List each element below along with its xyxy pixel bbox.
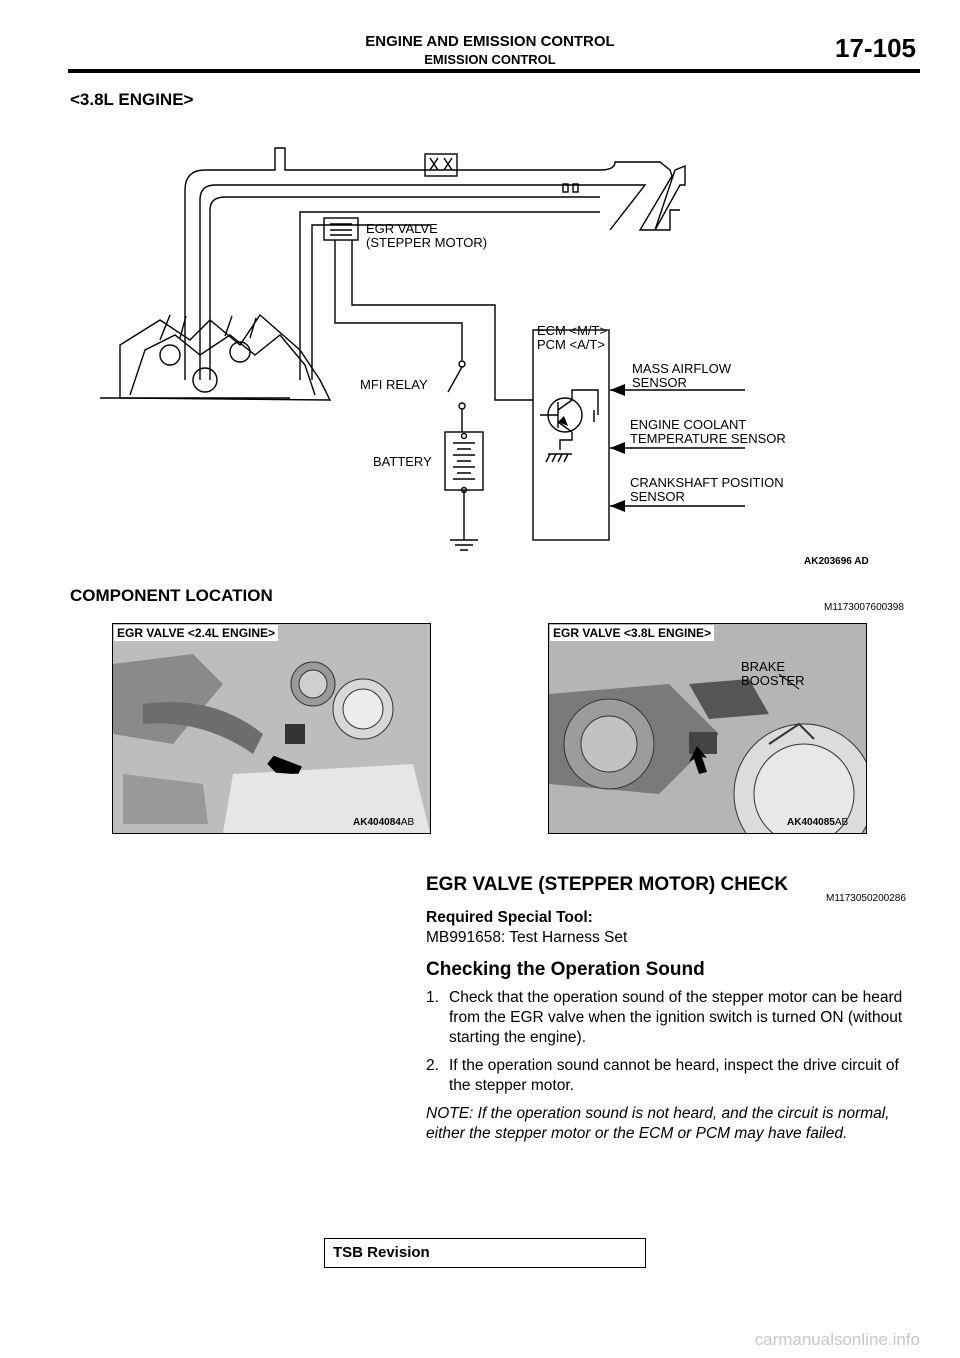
page-number: 17-105	[835, 33, 916, 63]
check-section-title: EGR VALVE (STEPPER MOTOR) CHECK	[426, 874, 789, 895]
photo-3-8l-code: AK404085AB	[787, 817, 849, 828]
diagram-figure-code: AK203696 AD	[804, 556, 869, 567]
label-egr-valve: EGR VALVE	[366, 221, 438, 236]
check-section-body: Required Special Tool: MB991658: Test Ha…	[426, 908, 920, 1144]
label-mfi-relay: MFI RELAY	[360, 377, 428, 392]
label-ect-1: ENGINE COOLANT	[630, 417, 747, 432]
photo-egr-3-8l: EGR VALVE <3.8L ENGINE> BRAKE BOOSTER AK…	[548, 623, 867, 834]
photo-3-8l-drawing	[549, 624, 866, 833]
tool-heading: Required Special Tool:	[426, 909, 593, 926]
check-steps: 1. Check that the operation sound of the…	[426, 988, 920, 1096]
step-item: 2. If the operation sound cannot be hear…	[426, 1057, 899, 1094]
label-maf-1: MASS AIRFLOW	[632, 361, 731, 376]
label-maf-2: SENSOR	[632, 375, 687, 390]
header-rule	[68, 69, 920, 73]
component-location-title: COMPONENT LOCATION	[70, 586, 273, 605]
tsb-revision-box: TSB Revision	[324, 1238, 646, 1268]
photo-2-4l-label: EGR VALVE <2.4L ENGINE>	[114, 625, 279, 641]
photo-2-4l-code: AK404084AB	[353, 817, 415, 828]
label-ckp-1: CRANKSHAFT POSITION	[630, 475, 784, 490]
label-pcm: PCM <A/T>	[537, 337, 605, 352]
label-ect-2: TEMPERATURE SENSOR	[630, 431, 786, 446]
section-title: ENGINE AND EMISSION CONTROL	[365, 33, 615, 50]
photo-2-4l-drawing	[113, 624, 430, 833]
label-ecm: ECM <M/T>	[537, 323, 608, 338]
label-stepper-motor: (STEPPER MOTOR)	[366, 235, 488, 250]
watermark: carmanualsonline.info	[754, 1330, 920, 1349]
wiring-diagram: EGR VALVE (STEPPER MOTOR) ECM <M/T> PCM …	[100, 147, 869, 567]
section-subtitle: EMISSION CONTROL	[424, 52, 556, 67]
subheading-operation-sound: Checking the Operation Sound	[426, 959, 705, 980]
check-section-code: M1173050200286	[826, 893, 906, 904]
photo-egr-2-4l: EGR VALVE <2.4L ENGINE> AK404084AB	[112, 623, 431, 834]
tool-text: MB991658: Test Harness Set	[426, 929, 628, 946]
photo-3-8l-label: EGR VALVE <3.8L ENGINE>	[550, 625, 715, 641]
step-item: 1. Check that the operation sound of the…	[426, 989, 903, 1046]
label-ckp-2: SENSOR	[630, 489, 685, 504]
tsb-revision-label: TSB Revision	[333, 1244, 430, 1261]
label-battery: BATTERY	[373, 454, 432, 469]
callout-brake-booster: BRAKE BOOSTER	[741, 659, 805, 688]
diagram-section-title: <3.8L ENGINE>	[70, 90, 194, 109]
note-text: NOTE: If the operation sound is not hear…	[426, 1105, 890, 1142]
component-location-code: M1173007600398	[824, 602, 904, 613]
